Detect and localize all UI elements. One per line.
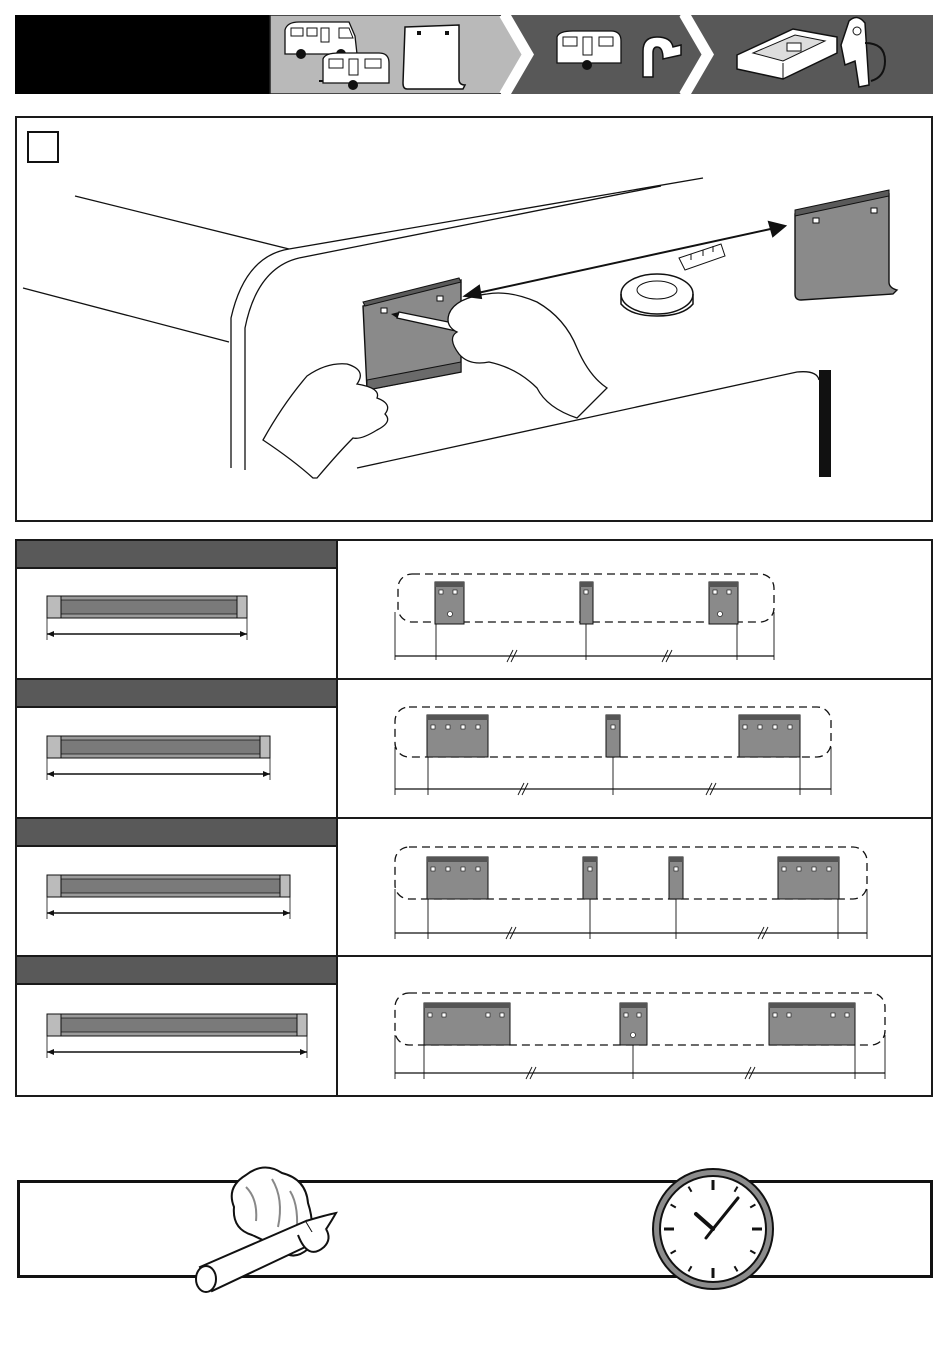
awning-length-drawing xyxy=(40,869,330,929)
clock-icon xyxy=(650,1166,776,1292)
cleaning-cloth-icon xyxy=(186,1143,346,1303)
bracket-layout-row-3 xyxy=(340,845,930,945)
wall-bracket xyxy=(427,857,488,899)
awning-length-drawing xyxy=(40,730,330,790)
wall-bracket-icon xyxy=(403,25,465,89)
wall-bracket xyxy=(427,715,488,757)
wall-bracket xyxy=(424,1003,510,1045)
header-black-block xyxy=(15,15,270,94)
wall-bracket xyxy=(583,857,597,899)
wall-bracket xyxy=(620,1003,647,1045)
size-header-strip xyxy=(17,957,336,985)
size-header-strip xyxy=(17,541,336,569)
wall-bracket xyxy=(778,857,839,899)
header-graphic xyxy=(15,15,933,94)
wall-bracket xyxy=(709,582,738,624)
measuring-tape-icon xyxy=(621,244,725,316)
installation-illustration xyxy=(17,118,931,520)
right-hand xyxy=(448,293,607,418)
wall-bracket xyxy=(669,857,683,899)
awning-length-drawing xyxy=(40,1008,330,1068)
header-bar xyxy=(15,15,933,94)
bracket-on-wall xyxy=(363,278,461,390)
size-header-strip xyxy=(17,680,336,708)
vehicle-door-edge xyxy=(819,370,831,477)
wall-bracket xyxy=(739,715,800,757)
size-header-strip xyxy=(17,819,336,847)
spare-bracket xyxy=(795,190,897,300)
wall-bracket xyxy=(606,715,620,757)
awning-length-drawing xyxy=(40,590,330,650)
bracket-layout-row-2 xyxy=(340,705,930,805)
footer-box xyxy=(17,1180,933,1278)
wall-bracket xyxy=(580,582,593,624)
wall-bracket xyxy=(769,1003,855,1045)
wall-bracket xyxy=(435,582,464,624)
bracket-layout-row-4 xyxy=(340,985,930,1085)
bracket-layout-row-1 xyxy=(340,568,930,668)
